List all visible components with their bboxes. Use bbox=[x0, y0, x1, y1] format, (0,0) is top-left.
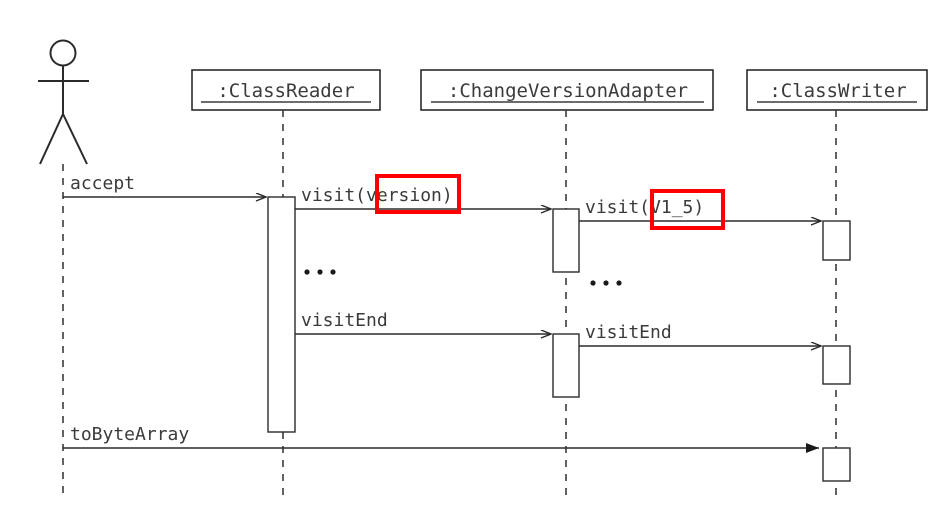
ellipsis-dot bbox=[304, 269, 310, 275]
ellipsis-dot bbox=[603, 280, 609, 286]
message-accept-label: accept bbox=[70, 173, 135, 194]
activation-adapter-1 bbox=[552, 208, 580, 273]
activation-classwriter-3 bbox=[822, 447, 851, 482]
message-visitend-adapter-label: visitEnd bbox=[585, 322, 672, 343]
message-visit-version: visit(version) bbox=[295, 185, 551, 209]
ellipsis-dot bbox=[330, 269, 336, 275]
participant-changeversionadapter-label: :ChangeVersionAdapter bbox=[448, 80, 688, 102]
highlight-box-version bbox=[375, 174, 461, 214]
message-visit-v1-5: visit(V1_5) bbox=[579, 197, 821, 221]
participant-changeversionadapter[interactable]: :ChangeVersionAdapter bbox=[420, 69, 714, 497]
message-visitend-adapter: visitEnd bbox=[579, 322, 821, 346]
user-actor bbox=[38, 39, 89, 497]
participant-classwriter-box[interactable] bbox=[746, 69, 928, 111]
actor-right-leg-line bbox=[62, 113, 88, 165]
highlight-box-v1-5 bbox=[650, 189, 725, 230]
participant-changeversionadapter-box[interactable] bbox=[420, 69, 714, 111]
message-accept: accept bbox=[63, 173, 266, 197]
activation-classwriter-1 bbox=[822, 220, 851, 261]
message-tobytearray: toByteArray bbox=[63, 424, 819, 453]
participant-classreader-box[interactable] bbox=[191, 69, 381, 111]
message-tobytearray-label: toByteArray bbox=[70, 424, 189, 445]
actor-head-icon bbox=[49, 39, 77, 67]
ellipsis-dot bbox=[590, 280, 596, 286]
message-visit-v1-5-label: visit(V1_5) bbox=[585, 197, 704, 218]
message-visitend-reader-label: visitEnd bbox=[301, 310, 388, 331]
participant-classreader-label: :ClassReader bbox=[217, 80, 354, 102]
message-visitend-reader: visitEnd bbox=[295, 310, 551, 334]
participant-classwriter[interactable]: :ClassWriter bbox=[746, 69, 928, 497]
ellipsis-classreader bbox=[304, 269, 336, 275]
activation-adapter-2 bbox=[552, 333, 580, 398]
ellipsis-dot bbox=[317, 269, 323, 275]
ellipsis-dot bbox=[616, 280, 622, 286]
participant-classwriter-label: :ClassWriter bbox=[769, 80, 906, 102]
ellipsis-adapter bbox=[590, 280, 622, 286]
actor-left-leg-line bbox=[39, 113, 64, 165]
activation-classreader-1 bbox=[267, 196, 296, 433]
activation-classwriter-2 bbox=[822, 345, 851, 385]
